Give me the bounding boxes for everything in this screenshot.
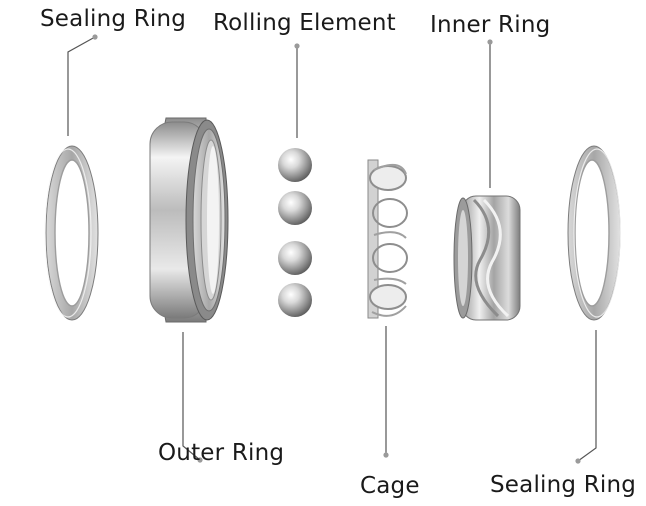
leader-dots bbox=[92, 34, 581, 464]
leader-dot-inner-ring bbox=[487, 39, 493, 45]
leader-dot-cage bbox=[383, 452, 389, 458]
inner-ring-part bbox=[453, 195, 521, 321]
leader-sealing-ring-left bbox=[67, 36, 96, 136]
label-rolling-element: Rolling Element bbox=[213, 10, 396, 36]
leader-outer-ring bbox=[182, 332, 201, 461]
rolling-element-part bbox=[278, 148, 312, 317]
label-cage: Cage bbox=[360, 473, 420, 499]
leader-lines bbox=[67, 36, 597, 462]
leader-dot-rolling-element bbox=[294, 43, 300, 49]
sealing-ring-left-part bbox=[44, 145, 99, 321]
outer-ring-part bbox=[149, 117, 229, 323]
cage-part bbox=[367, 159, 408, 319]
leader-dot-outer-ring bbox=[197, 457, 203, 463]
label-inner-ring: Inner Ring bbox=[430, 12, 551, 38]
leader-dot-sealing-ring-left bbox=[92, 34, 98, 40]
label-sealing-ring-left: Sealing Ring bbox=[40, 6, 187, 32]
label-sealing-ring-right: Sealing Ring bbox=[490, 472, 637, 498]
leader-sealing-ring-right bbox=[577, 330, 597, 462]
sealing-ring-right-part bbox=[567, 145, 621, 321]
label-outer-ring: Outer Ring bbox=[158, 440, 285, 466]
leader-dot-sealing-ring-right bbox=[575, 458, 581, 464]
